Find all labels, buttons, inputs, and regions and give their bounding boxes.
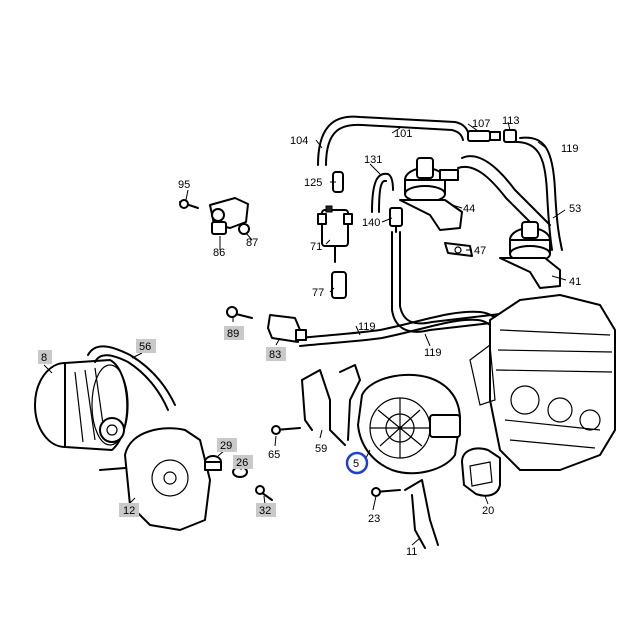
valve-44 [399,157,463,231]
gasket-20 [461,447,501,497]
label-95[interactable]: 95 [178,179,190,191]
label-125[interactable]: 125 [304,177,322,189]
part-labels: 104 101 107 113 119 131 125 95 44 53 140… [41,115,581,558]
label-59[interactable]: 59 [315,443,327,455]
label-20[interactable]: 20 [482,505,494,517]
spacer-29 [204,455,222,471]
label-119a[interactable]: 119 [561,143,579,155]
label-47[interactable]: 47 [474,245,486,257]
label-32[interactable]: 32 [259,505,271,517]
label-56[interactable]: 56 [139,341,151,353]
fitting-140 [389,207,403,233]
bracket-12 [99,427,211,531]
label-89[interactable]: 89 [227,328,239,340]
bolt-23 [371,487,401,497]
o-ring-87 [238,223,250,235]
engine-block [469,294,616,471]
label-12[interactable]: 12 [123,505,135,517]
screw-89 [226,306,253,319]
valve-41 [499,221,561,289]
label-77[interactable]: 77 [312,287,324,299]
label-71[interactable]: 71 [310,241,322,253]
bracket-59 [301,364,361,446]
hose-56 [87,345,176,411]
label-83[interactable]: 83 [269,349,281,361]
label-87[interactable]: 87 [246,237,258,249]
label-11[interactable]: 11 [406,546,417,558]
bolt-65 [271,425,301,435]
hose-104 [317,115,471,166]
tube-131 [371,172,394,213]
label-5[interactable]: 5 [353,458,359,470]
hose-53 [457,155,551,233]
connector-77 [331,271,347,299]
label-104[interactable]: 104 [290,135,308,147]
label-53[interactable]: 53 [569,203,581,215]
label-101[interactable]: 101 [394,128,412,140]
sensor-86 [209,197,249,235]
solenoid-71 [317,205,353,263]
label-119c[interactable]: 119 [424,347,442,359]
label-119b[interactable]: 119 [358,321,376,333]
plug-83 [267,314,307,343]
hose-119-middle [391,231,501,333]
highlight-ring-5[interactable] [345,451,369,475]
connector-107 [467,130,501,142]
label-23[interactable]: 23 [368,513,380,525]
label-44[interactable]: 44 [463,203,475,215]
alternator-8 [34,359,129,451]
label-29[interactable]: 29 [220,440,232,452]
bracket-11 [404,479,439,549]
screw-95 [179,199,199,209]
label-107[interactable]: 107 [472,118,490,130]
label-113[interactable]: 113 [502,115,520,127]
label-boxes [38,326,286,517]
label-41[interactable]: 41 [569,276,581,288]
label-131[interactable]: 131 [364,154,382,166]
label-86[interactable]: 86 [213,247,225,259]
clamp-113 [503,129,517,143]
label-65[interactable]: 65 [268,449,280,461]
gasket-47 [444,242,473,257]
label-140[interactable]: 140 [362,217,380,229]
pump-5 [357,373,461,475]
label-8[interactable]: 8 [41,352,47,364]
bolt-32 [255,485,273,501]
label-26[interactable]: 26 [236,457,248,469]
